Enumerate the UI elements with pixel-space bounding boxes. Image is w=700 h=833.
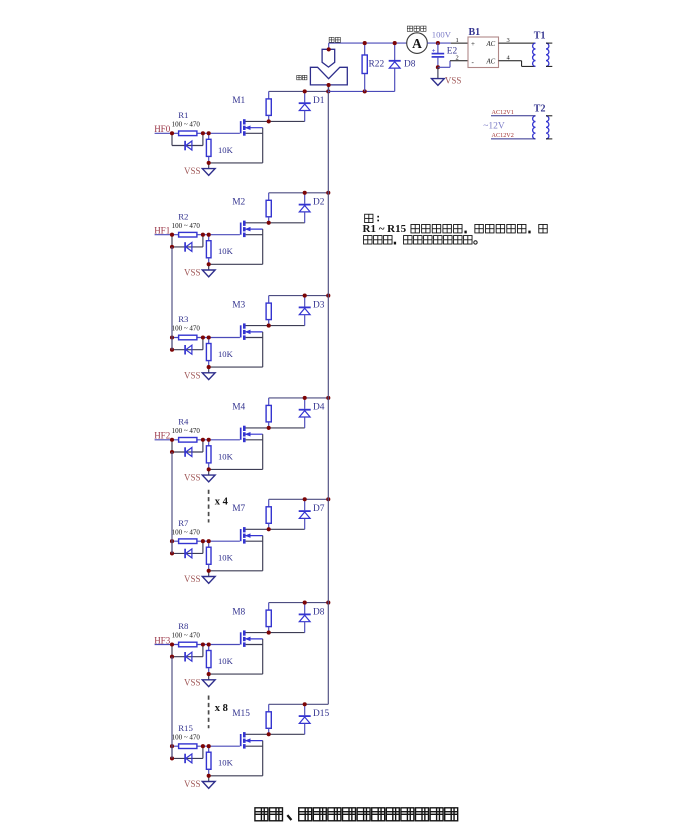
- svg-text:x 4: x 4: [215, 496, 229, 507]
- svg-text:D15: D15: [313, 709, 329, 719]
- svg-text:+: +: [471, 40, 475, 48]
- svg-text:VSS: VSS: [184, 370, 201, 380]
- svg-text:VSS: VSS: [184, 268, 201, 278]
- svg-text:-: -: [472, 59, 475, 67]
- svg-text:VSS: VSS: [445, 76, 462, 86]
- svg-text:HF0: HF0: [154, 124, 171, 134]
- svg-text:100 ~ 470: 100 ~ 470: [172, 632, 201, 640]
- svg-text:M4: M4: [232, 403, 245, 413]
- svg-text:T1: T1: [534, 31, 546, 42]
- svg-text:AC: AC: [486, 41, 496, 48]
- svg-text:B1: B1: [469, 27, 481, 38]
- svg-text:D1: D1: [313, 96, 325, 106]
- svg-text:100 ~ 470: 100 ~ 470: [172, 325, 201, 333]
- svg-text:10K: 10K: [218, 553, 234, 563]
- svg-text:D2: D2: [313, 198, 325, 208]
- svg-text:VSS: VSS: [184, 574, 201, 584]
- svg-text:AC12V2: AC12V2: [492, 132, 514, 139]
- svg-text:R1 ~ R15: R1 ~ R15: [363, 223, 407, 235]
- svg-text:HF3: HF3: [154, 635, 171, 645]
- svg-text:100 ~ 470: 100 ~ 470: [172, 427, 201, 435]
- svg-text:HF2: HF2: [154, 431, 170, 441]
- svg-text:2: 2: [456, 54, 459, 61]
- svg-text:D8: D8: [313, 607, 325, 617]
- svg-text:100 ~ 470: 100 ~ 470: [172, 733, 201, 741]
- svg-text:~12V: ~12V: [483, 122, 505, 132]
- svg-text:M3: M3: [232, 300, 245, 310]
- svg-text:E2: E2: [447, 46, 458, 56]
- svg-text:R4: R4: [178, 417, 189, 427]
- svg-text:R7: R7: [178, 518, 189, 528]
- svg-text:M2: M2: [232, 198, 245, 208]
- svg-text:AC12V1: AC12V1: [492, 109, 514, 116]
- svg-text:VSS: VSS: [184, 473, 201, 483]
- svg-text:10K: 10K: [218, 451, 234, 461]
- svg-text:D3: D3: [313, 300, 325, 310]
- svg-text:R15: R15: [178, 723, 193, 733]
- svg-text:3: 3: [507, 37, 510, 44]
- svg-text:M7: M7: [232, 504, 245, 514]
- svg-text:x 8: x 8: [215, 703, 228, 714]
- svg-text:100 ~ 470: 100 ~ 470: [172, 120, 201, 128]
- svg-text:1: 1: [456, 37, 459, 44]
- svg-text:D7: D7: [313, 504, 325, 514]
- svg-text:AC: AC: [486, 59, 496, 66]
- svg-text:+: +: [432, 47, 436, 54]
- svg-text:M8: M8: [232, 607, 245, 617]
- svg-text:VSS: VSS: [184, 166, 201, 176]
- svg-text:D8: D8: [404, 60, 416, 70]
- svg-text:VSS: VSS: [184, 779, 201, 789]
- svg-text:R3: R3: [178, 314, 189, 324]
- svg-text:4: 4: [507, 54, 511, 61]
- svg-text:R22: R22: [369, 59, 385, 69]
- svg-text:100 ~ 470: 100 ~ 470: [172, 528, 201, 536]
- svg-text:10K: 10K: [218, 349, 234, 359]
- svg-text:A: A: [412, 36, 422, 51]
- svg-text:10K: 10K: [218, 656, 234, 666]
- svg-text:10K: 10K: [218, 246, 234, 256]
- svg-text:D4: D4: [313, 403, 325, 413]
- svg-text:R2: R2: [178, 211, 188, 221]
- svg-text:T2: T2: [534, 104, 546, 115]
- svg-text:M1: M1: [232, 96, 245, 106]
- svg-text:100V: 100V: [432, 30, 452, 40]
- svg-text:VSS: VSS: [184, 677, 201, 687]
- svg-text:10K: 10K: [218, 758, 234, 768]
- svg-text:M15: M15: [232, 709, 250, 719]
- svg-text:100 ~ 470: 100 ~ 470: [172, 222, 201, 230]
- svg-text:R8: R8: [178, 621, 189, 631]
- svg-text:HF1: HF1: [154, 226, 170, 236]
- svg-text:10K: 10K: [218, 145, 234, 155]
- svg-text:R1: R1: [178, 110, 188, 120]
